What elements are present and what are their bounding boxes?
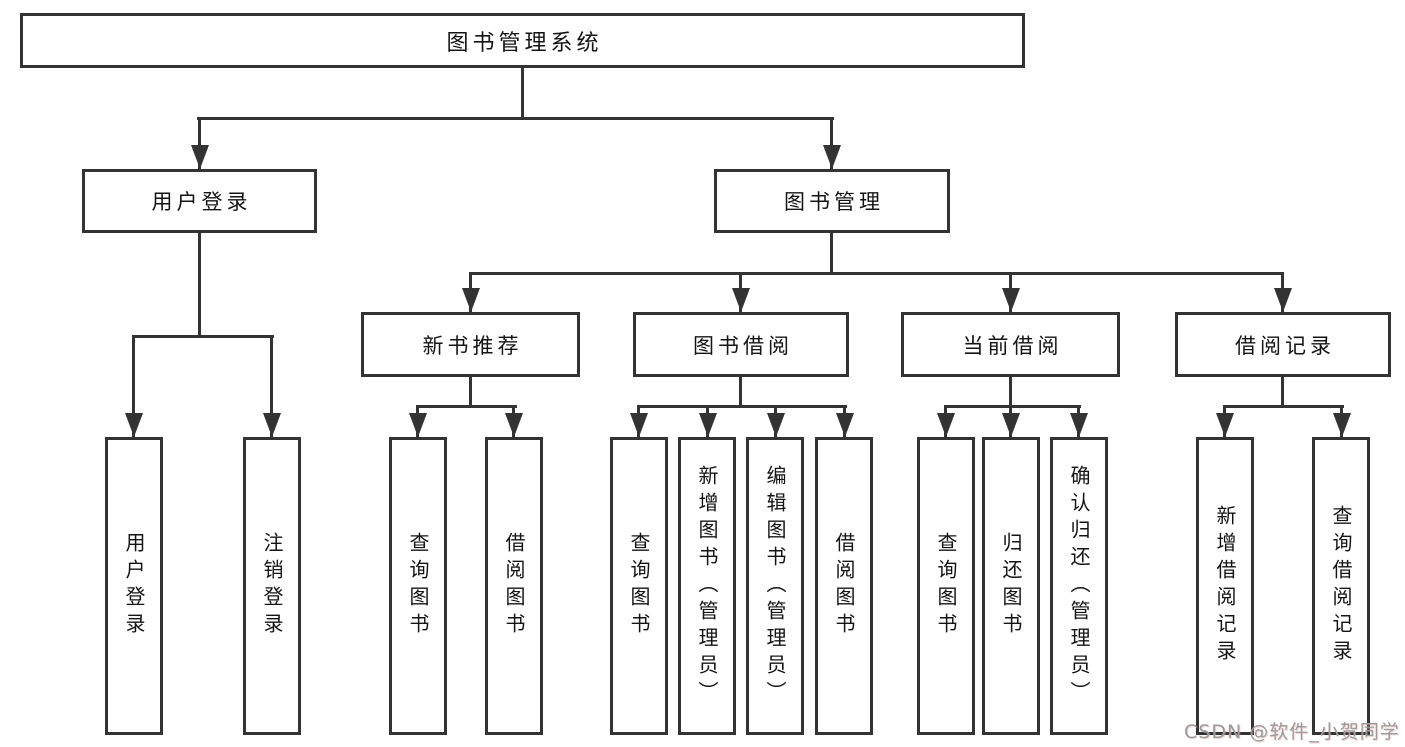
node-library-management-system: 图书管理系统 (20, 13, 1025, 68)
connector-arrow-new-book (462, 272, 480, 312)
connector-bar-book-borrowing (637, 405, 847, 408)
connector-arrow-query-books-borrowing (630, 405, 648, 437)
leaf-query-books-recommend: 查询图书 (389, 437, 447, 735)
leaf-user-login: 用户登录 (105, 437, 163, 735)
connector-bar-new-book (416, 405, 517, 408)
connector-bar-user-login (132, 335, 274, 338)
node-new-book-recommendation: 新书推荐 (361, 312, 580, 377)
leaf-query-borrow-record: 查询借阅记录 (1312, 437, 1370, 735)
connector-arrow-edit-books (767, 405, 785, 437)
connector-arrow-query-books-current (937, 405, 955, 437)
connector-arrow-query-borrow-record (1333, 405, 1351, 437)
connector-stem-book-borrowing (739, 377, 742, 407)
connector-arrow-current-borrowing (1002, 272, 1020, 312)
leaf-return-books: 归还图书 (982, 437, 1040, 735)
connector-arrow-query-books-recommend (409, 405, 427, 437)
connector-bar-root (197, 117, 834, 120)
leaf-logout: 注销登录 (243, 437, 301, 735)
leaf-add-books-admin: 新增图书（管理员） (678, 437, 736, 735)
connector-arrow-return-books (1002, 405, 1020, 437)
node-current-borrowing: 当前借阅 (901, 312, 1120, 377)
connector-stem-borrowing-records (1281, 377, 1284, 407)
leaf-borrow-books-borrowing: 借阅图书 (815, 437, 873, 735)
connector-arrow-leaf-logout (263, 335, 281, 437)
connector-arrow-book-management (823, 117, 841, 169)
connector-arrow-user-login (191, 117, 209, 169)
connector-bar-current-borrowing (944, 405, 1081, 408)
node-borrowing-records: 借阅记录 (1175, 312, 1391, 377)
leaf-edit-books-admin: 编辑图书（管理员） (746, 437, 804, 735)
connector-bar-book-management (469, 272, 1284, 275)
connector-arrow-book-borrowing (732, 272, 750, 312)
connector-arrow-leaf-user-login (125, 335, 143, 437)
connector-bar-borrowing-records (1223, 405, 1344, 408)
csdn-watermark: CSDN @软件_小贺同学 (1184, 721, 1400, 743)
connector-stem-new-book (469, 377, 472, 407)
node-book-borrowing: 图书借阅 (633, 312, 849, 377)
node-book-management: 图书管理 (714, 169, 950, 233)
leaf-query-books-borrowing: 查询图书 (610, 437, 668, 735)
connector-stem-user-login (198, 233, 201, 337)
connector-arrow-confirm-return (1070, 405, 1088, 437)
node-user-login: 用户登录 (82, 169, 317, 233)
leaf-add-borrow-record: 新增借阅记录 (1196, 437, 1254, 735)
connector-stem-root (521, 68, 524, 118)
connector-stem-book-management (830, 233, 833, 274)
connector-stem-current-borrowing (1009, 377, 1012, 407)
connector-arrow-add-books (699, 405, 717, 437)
connector-arrow-borrowing-records (1274, 272, 1292, 312)
leaf-borrow-books-recommend: 借阅图书 (485, 437, 543, 735)
connector-arrow-add-borrow-record (1216, 405, 1234, 437)
leaf-query-books-current: 查询图书 (917, 437, 975, 735)
connector-arrow-borrow-books-borrowing (836, 405, 854, 437)
connector-arrow-borrow-books-recommend (505, 405, 523, 437)
leaf-confirm-return-admin: 确认归还（管理员） (1050, 437, 1108, 735)
